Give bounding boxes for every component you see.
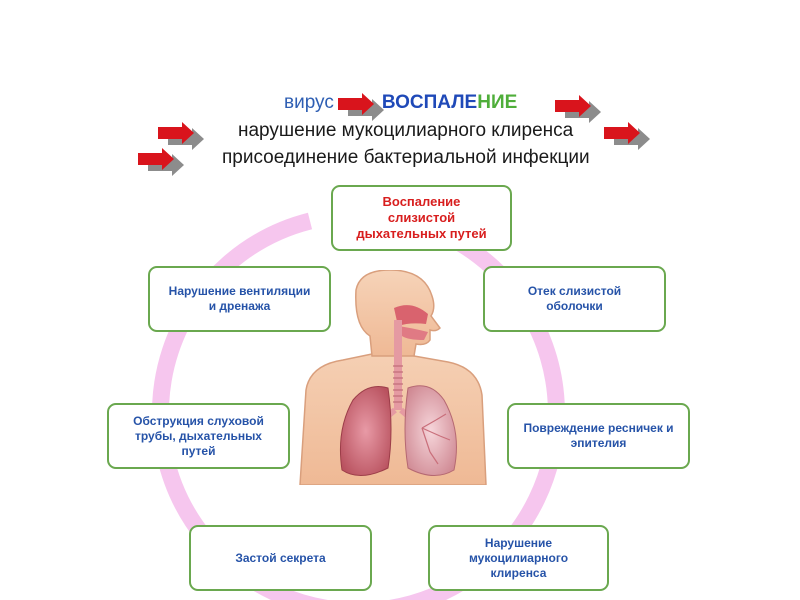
inflammation-text-part-b: НИЕ (477, 92, 518, 113)
header: вирус ВОСПАЛЕНИЕ нарушение мукоцилиарного… (0, 0, 800, 180)
double-arrow-icon (338, 93, 384, 121)
node-cilia-damage-label: Повреждение ресничек и эпителия (523, 421, 674, 450)
inflammation-text-part-a: ВОСПАЛЕ (381, 92, 478, 113)
node-mucosal-edema: Отек слизистой оболочки (483, 266, 666, 332)
double-arrow-icon (138, 148, 184, 176)
node-airway-inflammation-label: Воспаление слизистой дыхательных путей (356, 194, 487, 241)
node-obstruction: Обструкция слуховой трубы, дыхательных п… (107, 403, 290, 469)
node-secretion-stasis-label: Застой секрета (235, 550, 326, 565)
double-arrow-icon (604, 122, 650, 150)
node-ventilation-drainage-impairment-label: Нарушение вентиляции и дренажа (168, 284, 311, 313)
double-arrow-icon (555, 95, 601, 123)
double-arrow-icon (158, 122, 204, 150)
node-secretion-stasis: Застой секрета (189, 525, 372, 591)
node-ventilation-drainage-impairment: Нарушение вентиляции и дренажа (148, 266, 331, 332)
header-line-bacterial: присоединение бактериальной инфекции (222, 147, 590, 168)
node-mucociliary-clearance-impairment-label: Нарушение мукоцилиарного клиренса (468, 535, 569, 580)
node-cilia-damage: Повреждение ресничек и эпителия (507, 403, 690, 469)
header-line-virus: вирус ВОСПАЛЕНИЕ (284, 92, 517, 114)
node-airway-inflammation: Воспаление слизистой дыхательных путей (331, 185, 512, 251)
node-obstruction-label: Обструкция слуховой трубы, дыхательных п… (133, 413, 264, 458)
virus-text: вирус (284, 92, 334, 113)
node-mucociliary-clearance-impairment: Нарушение мукоцилиарного клиренса (428, 525, 609, 591)
respiratory-anatomy-illustration (299, 270, 487, 485)
header-line-clearance: нарушение мукоцилиарного клиренса (238, 120, 574, 141)
node-mucosal-edema-label: Отек слизистой оболочки (527, 284, 622, 313)
